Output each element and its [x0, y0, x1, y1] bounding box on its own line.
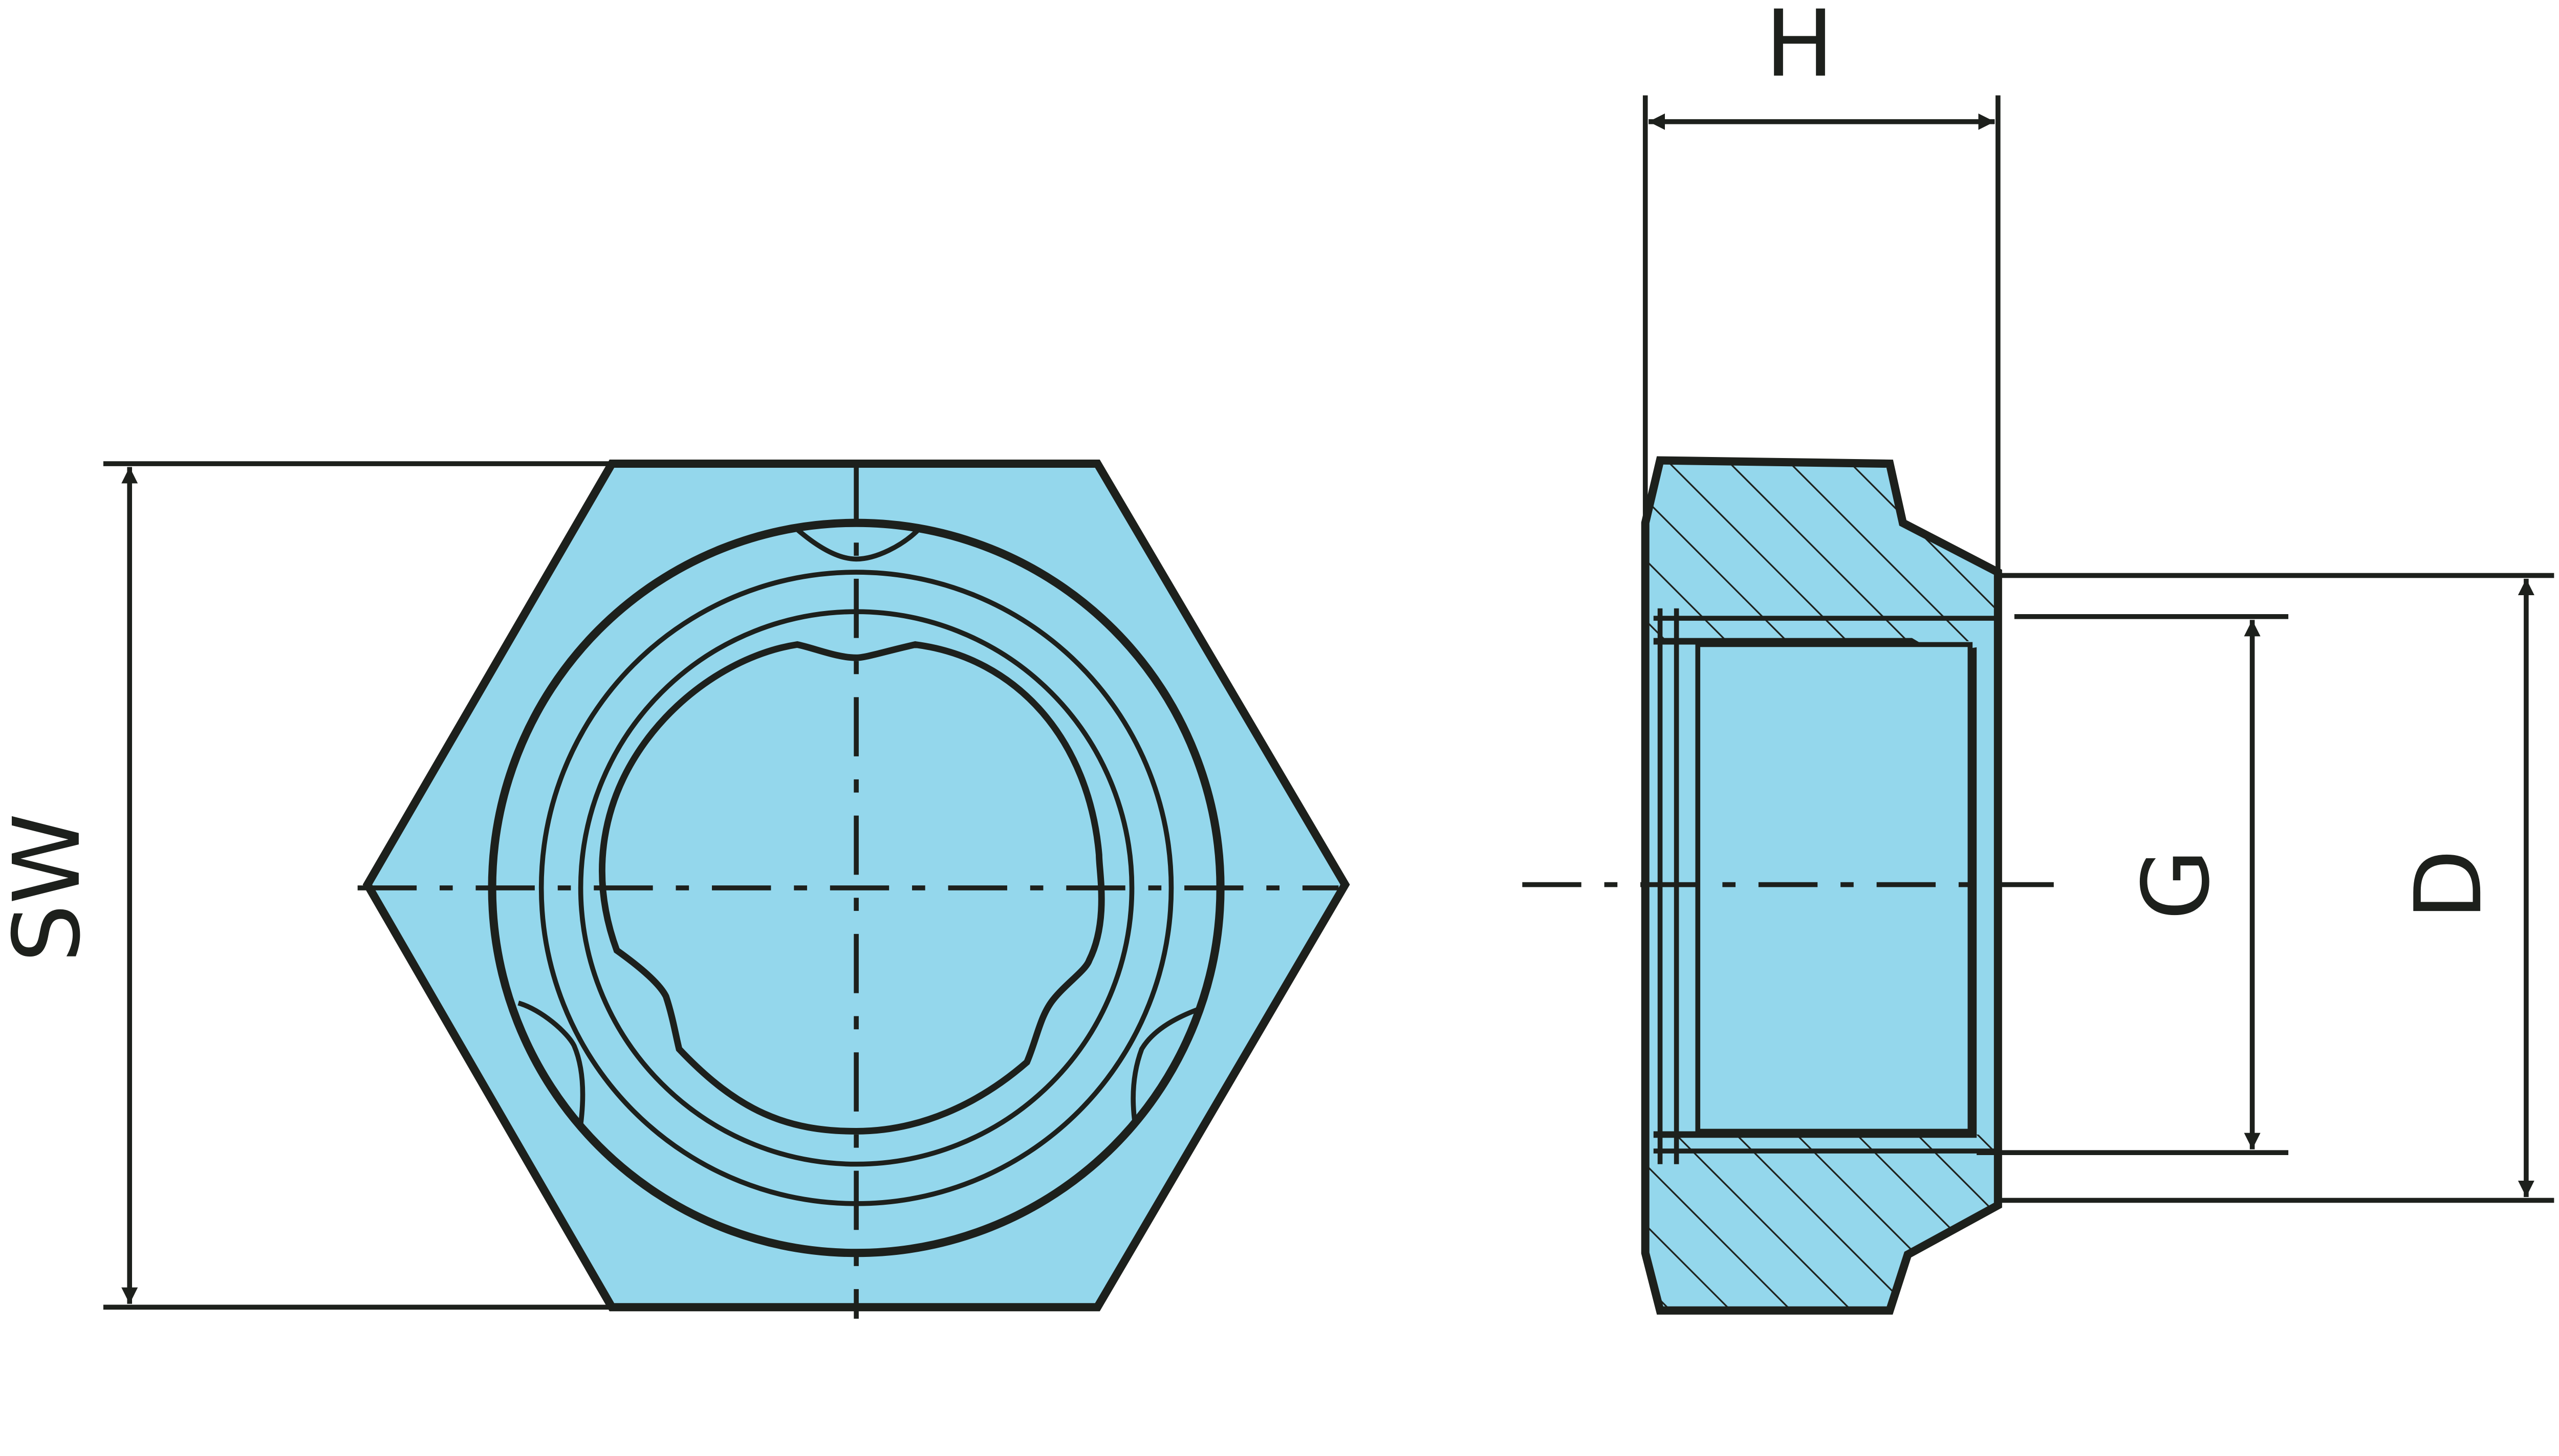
sw-label: SW: [0, 813, 101, 963]
lug-top: [795, 527, 921, 562]
front-view: [103, 459, 1350, 1319]
section-outline: [1641, 456, 2002, 1315]
lug-right: [1131, 1007, 1199, 1125]
hatch-bottom: [1645, 1134, 1998, 1311]
g-label: G: [2123, 849, 2230, 920]
technical-drawing: SW H G D: [0, 0, 2554, 1319]
lug-left: [517, 1001, 585, 1125]
bore-face: [1695, 642, 1973, 1134]
section-view: [1522, 95, 2554, 1315]
bore-contour: [599, 641, 1105, 1135]
d-label: D: [2395, 849, 2502, 920]
h-label: H: [1765, 0, 1834, 98]
